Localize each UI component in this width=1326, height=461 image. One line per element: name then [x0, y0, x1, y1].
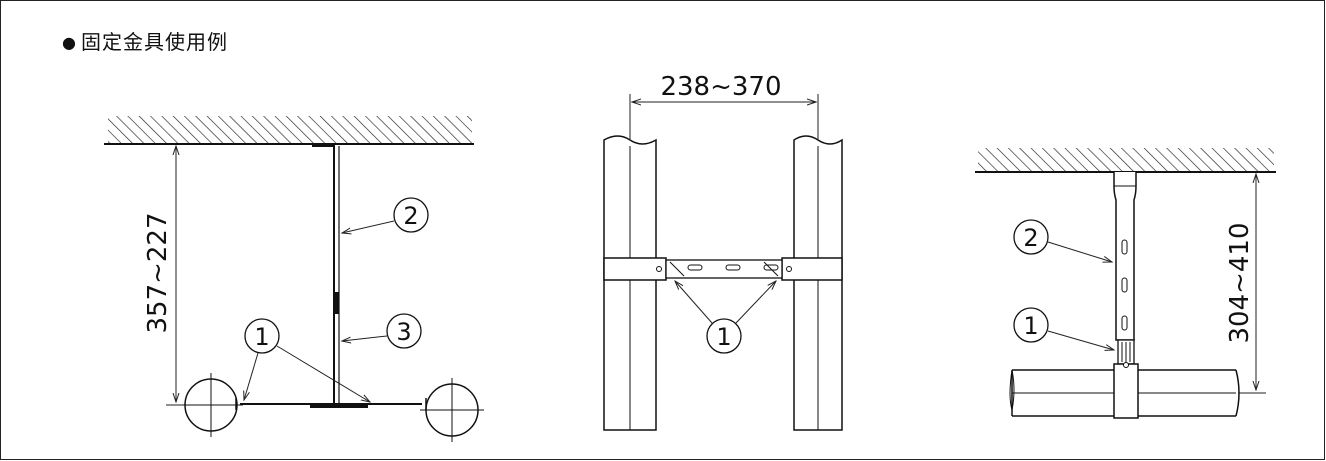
callout-1-fig1: 1: [254, 323, 269, 351]
callout-2-fig3: 2: [1023, 224, 1038, 252]
page-title: ●固定金具使用例: [62, 26, 228, 55]
callout-1-fig2: 1: [716, 323, 731, 351]
title-bullet: ●: [62, 33, 77, 52]
title-text: 固定金具使用例: [80, 30, 228, 54]
callout-1-fig3: 1: [1023, 312, 1038, 340]
callout-2-fig1: 2: [403, 202, 418, 230]
figure-1: 357~227 2 3 1: [104, 116, 484, 442]
dimension-label-2: 238~370: [660, 72, 781, 102]
dimension-label-3: 304~410: [1225, 222, 1255, 343]
dimension-label-1: 357~227: [143, 212, 173, 333]
figure-2: 238~370 1: [603, 72, 843, 431]
ceiling-hatch-1: [108, 116, 472, 144]
callout-3-fig1: 3: [396, 318, 411, 346]
ceiling-hatch-3: [978, 148, 1274, 172]
figure-3: 304~410 2 1: [975, 148, 1276, 419]
